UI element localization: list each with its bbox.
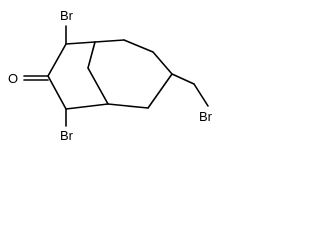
atom-label-br-side: Br	[199, 109, 213, 124]
atom-label-oxygen: O	[8, 71, 18, 86]
bond-c7-c6	[152, 51, 173, 75]
bond-c6-ch2	[171, 73, 195, 85]
bond-c5-c4	[107, 103, 149, 109]
bond-c1-bridge	[87, 41, 96, 69]
bond-c8-c7	[123, 39, 154, 53]
atom-label-br-top: Br	[60, 8, 74, 23]
molecule-structure-diagram: Br O Br Br	[0, 0, 238, 153]
atom-label-br-bottom: Br	[60, 128, 74, 143]
bond-c3-ck	[47, 75, 67, 110]
structure-canvas: Br O Br Br	[8, 8, 213, 143]
bond-c2-c1	[65, 41, 96, 45]
bond-ck-c2	[47, 43, 67, 77]
bond-ch2-br-side	[193, 83, 209, 107]
bond-c1-c8	[94, 39, 125, 43]
bond-c6-c5	[147, 73, 173, 109]
bond-c4-c3	[65, 103, 109, 110]
bond-bridge-c4	[87, 67, 109, 105]
